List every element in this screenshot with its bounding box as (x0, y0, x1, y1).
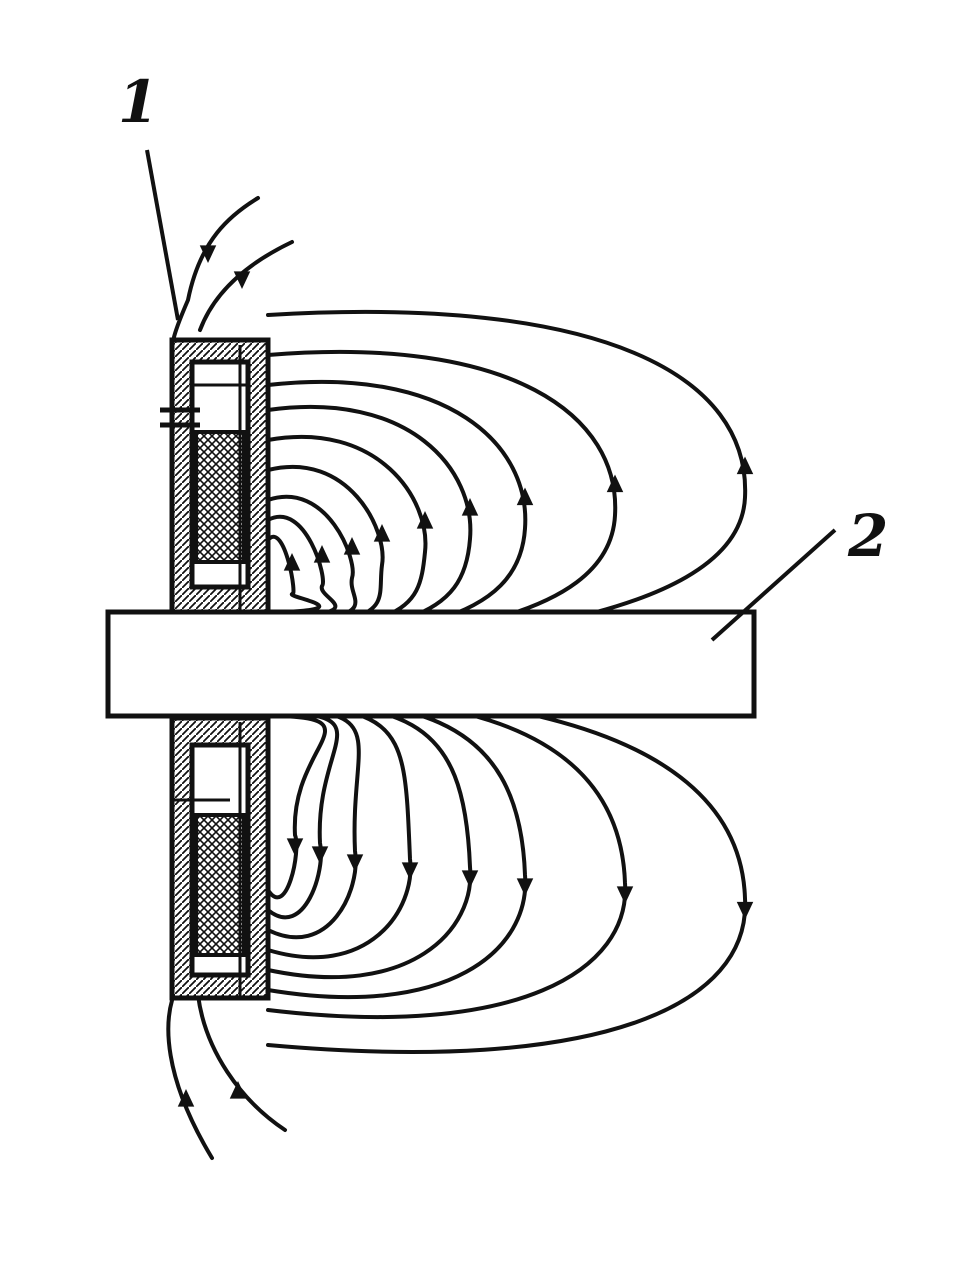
leader-line-coil (145, 149, 180, 321)
field-arrow-lower (286, 838, 304, 856)
upper-coil-section (160, 337, 271, 615)
field-arrow-upper (461, 498, 479, 516)
field-arrow-lower (311, 846, 329, 864)
field-arrow-outer-upper (199, 245, 217, 263)
leader-line-rod (710, 528, 837, 642)
field-arrow-lower (516, 878, 534, 896)
field-arrow-lower (401, 862, 419, 880)
field-arrow-upper (606, 474, 624, 493)
field-arrow-lower (461, 870, 479, 888)
field-arrow-lower (616, 886, 634, 904)
label-coil: 1 (118, 68, 158, 136)
field-arrow-upper (343, 537, 361, 555)
field-arrow-outer-lower (177, 1089, 195, 1107)
field-arrow-lower (346, 854, 364, 872)
field-arrow-lower (736, 901, 754, 920)
field-arrow-upper (516, 487, 534, 506)
field-arrow-upper (416, 511, 434, 529)
field-arrow-upper (313, 545, 331, 563)
lower-coil-winding (194, 813, 246, 957)
field-line-outer-upper (198, 240, 294, 332)
rod (105, 609, 757, 719)
lower-coil-section (169, 715, 271, 1001)
field-arrow-upper (373, 524, 391, 542)
field-arrow-outer-upper (233, 271, 251, 289)
field-line-arrows (177, 245, 754, 1107)
upper-coil-winding (194, 430, 246, 564)
field-line-outer-lower (196, 993, 287, 1132)
field-arrow-upper (736, 456, 754, 475)
field-arrow-outer-lower (229, 1081, 247, 1099)
field-arrow-upper (283, 553, 301, 571)
label-rod: 2 (847, 502, 888, 570)
field-line-outer-lower (166, 983, 214, 1160)
